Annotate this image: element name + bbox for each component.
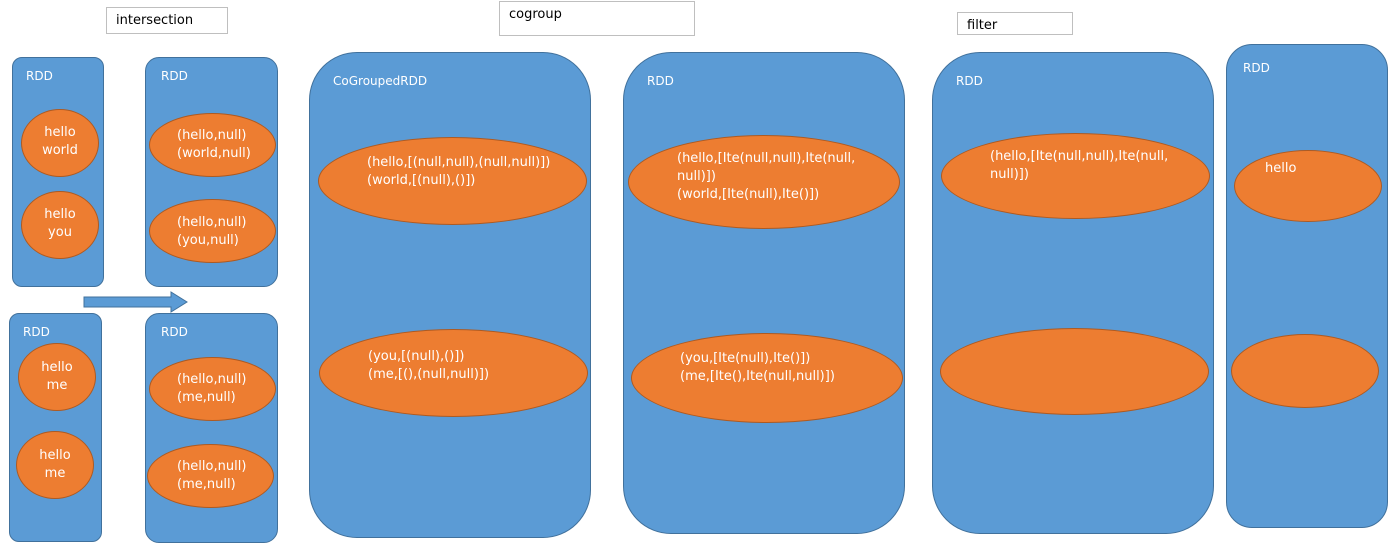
rdd-item: (hello,[(null,null),(null,null)]) (world… [318, 137, 587, 225]
rdd-item [1231, 334, 1379, 408]
intersection-label: intersection [106, 7, 228, 34]
filtered-rdd: RDD (hello,[Ite(null,null),Ite(null, nul… [932, 52, 1214, 534]
input-rdd-a: RDD hello world hello you [12, 57, 104, 287]
rdd-title: RDD [956, 74, 983, 88]
mapvalues-rdd: RDD (hello,[Ite(null,null),Ite(null, nul… [623, 52, 905, 534]
rdd-item: hello world [21, 109, 99, 177]
cogrouped-rdd: CoGroupedRDD (hello,[(null,null),(null,n… [309, 52, 591, 538]
rdd-title: CoGroupedRDD [333, 74, 428, 88]
cogroup-label: cogroup [499, 1, 695, 36]
rdd-item [940, 328, 1209, 415]
rdd-item: hello me [16, 431, 94, 499]
rdd-item: (hello,null) (world,null) [149, 113, 276, 177]
rdd-title: RDD [647, 74, 674, 88]
rdd-title: RDD [26, 69, 53, 83]
right-arrow-icon [83, 291, 188, 313]
rdd-item: hello you [21, 191, 99, 259]
mapped-rdd-b: RDD (hello,null) (me,null) (hello,null) … [145, 313, 278, 543]
rdd-item: hello me [18, 343, 96, 411]
rdd-item: (hello,null) (you,null) [149, 199, 276, 263]
rdd-item: hello [1234, 150, 1382, 222]
rdd-title: RDD [161, 325, 188, 339]
rdd-item: (hello,null) (me,null) [149, 357, 276, 421]
rdd-item: (hello,[Ite(null,null),Ite(null, null)]) [941, 133, 1210, 219]
rdd-title: RDD [23, 325, 50, 339]
mapped-rdd-a: RDD (hello,null) (world,null) (hello,nul… [145, 57, 278, 287]
result-rdd: RDD hello [1226, 44, 1388, 528]
rdd-item: (you,[(null),()]) (me,[(),(null,null)]) [319, 329, 588, 417]
rdd-title: RDD [1243, 61, 1270, 75]
filter-label: filter [957, 12, 1073, 35]
rdd-item: (you,[Ite(null),Ite()]) (me,[Ite(),Ite(n… [631, 333, 903, 423]
rdd-item: (hello,[Ite(null,null),Ite(null, null)])… [628, 135, 900, 229]
input-rdd-b: RDD hello me hello me [9, 313, 102, 542]
rdd-title: RDD [161, 69, 188, 83]
rdd-item: (hello,null) (me,null) [147, 444, 274, 508]
